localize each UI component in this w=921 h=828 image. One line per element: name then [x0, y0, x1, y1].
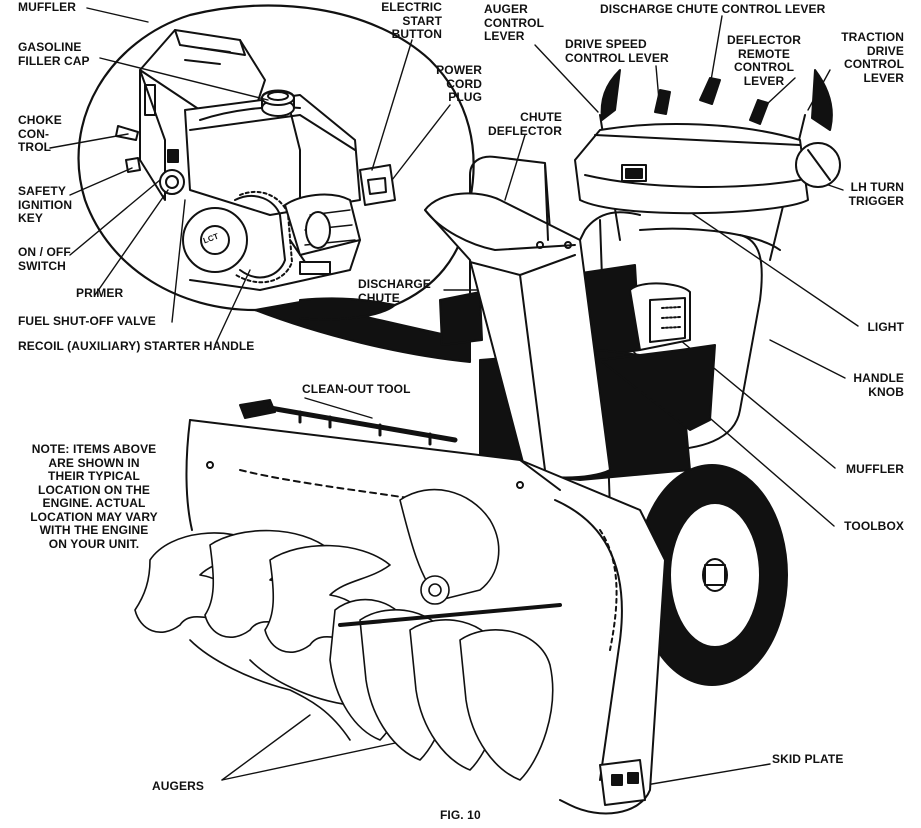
label-on-off-switch: ON / OFF SWITCH — [18, 245, 71, 273]
label-safety-ignition-key: SAFETY IGNITION KEY — [18, 184, 73, 225]
label-electric-start-button: ELECTRIC START BUTTON — [381, 0, 442, 41]
label-augers: AUGERS — [152, 779, 204, 793]
snow-thrower — [134, 69, 841, 815]
label-power-cord-plug: POWER CORD PLUG — [436, 63, 482, 104]
label-skid-plate: SKID PLATE — [772, 752, 844, 766]
label-gasoline-filler-cap: GASOLINE FILLER CAP — [18, 40, 90, 68]
augers — [134, 488, 562, 781]
label-muffler-unit: MUFFLER — [845, 462, 904, 476]
note-text: NOTE: ITEMS ABOVE ARE SHOWN IN THEIR TYP… — [30, 442, 158, 551]
engine — [115, 29, 396, 291]
label-deflector-remote-control-lever: DEFLECTOR REMOTE CONTROL LEVER — [726, 33, 801, 88]
label-auger-control-lever: AUGER CONTROL LEVER — [484, 2, 545, 43]
label-muffler-engine: MUFFLER — [18, 0, 77, 14]
label-traction-drive-control-lever: TRACTION DRIVE CONTROL LEVER — [841, 30, 904, 85]
label-recoil-starter-handle: RECOIL (AUXILIARY) STARTER HANDLE — [18, 339, 255, 353]
label-discharge-chute-control-lever: DISCHARGE CHUTE CONTROL LEVER — [600, 2, 826, 16]
label-choke-control: CHOKE CON- TROL — [18, 113, 62, 154]
figure-caption: FIG. 10 — [440, 808, 481, 822]
label-chute-deflector: CHUTE DEFLECTOR — [487, 110, 562, 138]
label-clean-out-tool: CLEAN-OUT TOOL — [302, 382, 411, 396]
label-drive-speed-control-lever: DRIVE SPEED CONTROL LEVER — [565, 37, 669, 65]
label-discharge-chute: DISCHARGE CHUTE — [358, 277, 431, 305]
engine-callout — [77, 4, 475, 363]
label-lh-turn-trigger: LH TURN TRIGGER — [848, 180, 904, 208]
label-fuel-shutoff-valve: FUEL SHUT-OFF VALVE — [18, 314, 156, 328]
label-light: LIGHT — [867, 320, 904, 334]
label-toolbox: TOOLBOX — [844, 519, 904, 533]
label-primer: PRIMER — [76, 286, 124, 300]
label-handle-knob: HANDLE KNOB — [853, 371, 904, 399]
